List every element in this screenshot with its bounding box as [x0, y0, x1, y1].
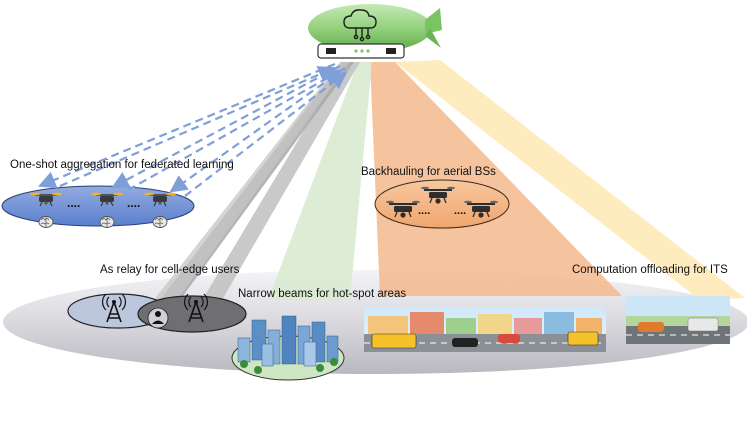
label-hotspot: Narrow beams for hot-spot areas: [238, 288, 406, 300]
user-icon: [147, 307, 169, 329]
beams: [150, 60, 745, 312]
highway-scene-icon: [626, 296, 730, 344]
airship-icon: [308, 4, 442, 59]
backhaul-drones: .... ....: [385, 186, 499, 219]
federated-ellipsis-2: ....: [127, 196, 140, 210]
street-scene-icon: [364, 308, 606, 352]
federated-drones: .... ....: [29, 191, 177, 228]
beam-hotspot: [268, 62, 372, 300]
brain-icon: [152, 216, 168, 228]
beam-gray-1: [195, 62, 360, 312]
brain-icon: [99, 216, 115, 228]
federated-ellipsis-1: ....: [67, 196, 80, 210]
label-computation: Computation offloading for ITS: [572, 264, 728, 276]
label-relay: As relay for cell-edge users: [100, 264, 240, 276]
city-icon: [231, 315, 345, 381]
label-federated: One-shot aggregation for federated learn…: [10, 159, 234, 171]
brain-icon: [38, 216, 54, 228]
beam-gray-3: [150, 62, 350, 310]
dashed-links: [37, 62, 348, 197]
cloud-network-icon: [343, 9, 377, 42]
beam-computation-offloading: [395, 60, 745, 300]
relay-cells: [67, 293, 247, 333]
backhaul-zone: [374, 179, 510, 229]
backhaul-ellipsis-1: ....: [418, 205, 430, 217]
backhaul-ellipsis-2: ....: [454, 205, 466, 217]
label-backhaul: Backhauling for aerial BSs: [361, 166, 496, 178]
beam-backhauling: [370, 62, 622, 296]
